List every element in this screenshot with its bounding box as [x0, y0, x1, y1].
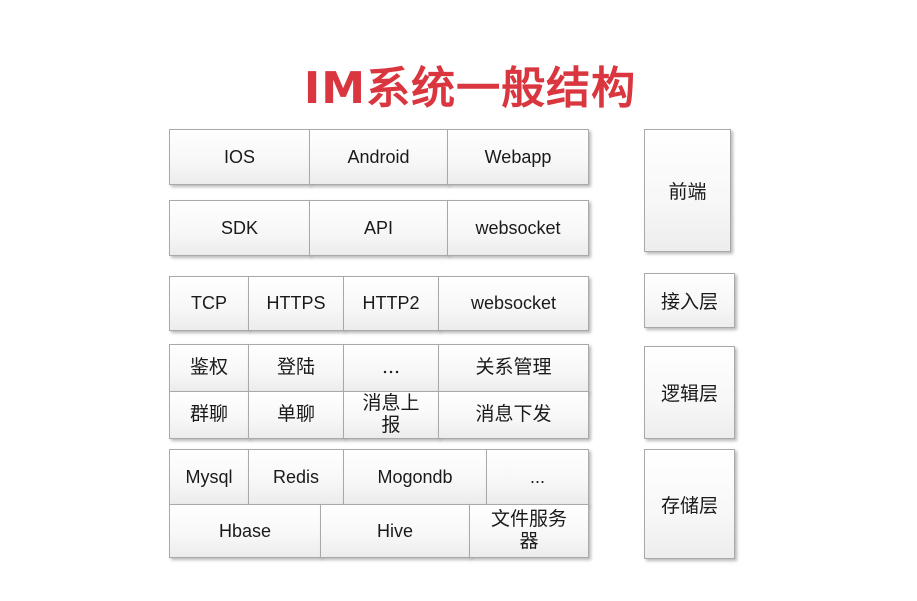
cell-mysql: Mysql [169, 449, 249, 505]
cell-redis: Redis [248, 449, 344, 505]
cell-https: HTTPS [248, 276, 344, 331]
layer-frontend: 前端 [644, 129, 731, 252]
layer-storage: 存储层 [644, 449, 735, 559]
cell-sdk: SDK [169, 200, 310, 256]
cell-group-chat: 群聊 [169, 391, 249, 439]
cell-webapp: Webapp [447, 129, 589, 185]
cell-hbase: Hbase [169, 504, 321, 558]
cell-auth: 鉴权 [169, 344, 249, 392]
cell-message-dispatch: 消息下发 [438, 391, 589, 439]
cell-mongodb: Mogondb [343, 449, 487, 505]
cell-login: 登陆 [248, 344, 344, 392]
cell-file-server: 文件服务器 [469, 504, 589, 558]
cell-http2: HTTP2 [343, 276, 439, 331]
cell-logic-ellipsis: ... [343, 344, 439, 392]
cell-websocket-access: websocket [438, 276, 589, 331]
cell-file-server-label: 文件服务器 [490, 508, 567, 552]
cell-websocket-sdk: websocket [447, 200, 589, 256]
layer-logic: 逻辑层 [644, 346, 735, 439]
cell-single-chat: 单聊 [248, 391, 344, 439]
cell-android: Android [309, 129, 448, 185]
cell-relation-management: 关系管理 [438, 344, 589, 392]
cell-ios: IOS [169, 129, 310, 185]
diagram-title: IM系统一般结构 [303, 63, 637, 114]
cell-message-report: 消息上报 [343, 391, 439, 439]
cell-tcp: TCP [169, 276, 249, 331]
cell-storage-ellipsis: ... [486, 449, 589, 505]
layer-access: 接入层 [644, 273, 735, 328]
cell-message-report-label: 消息上报 [362, 392, 420, 436]
cell-hive: Hive [320, 504, 470, 558]
cell-api: API [309, 200, 448, 256]
